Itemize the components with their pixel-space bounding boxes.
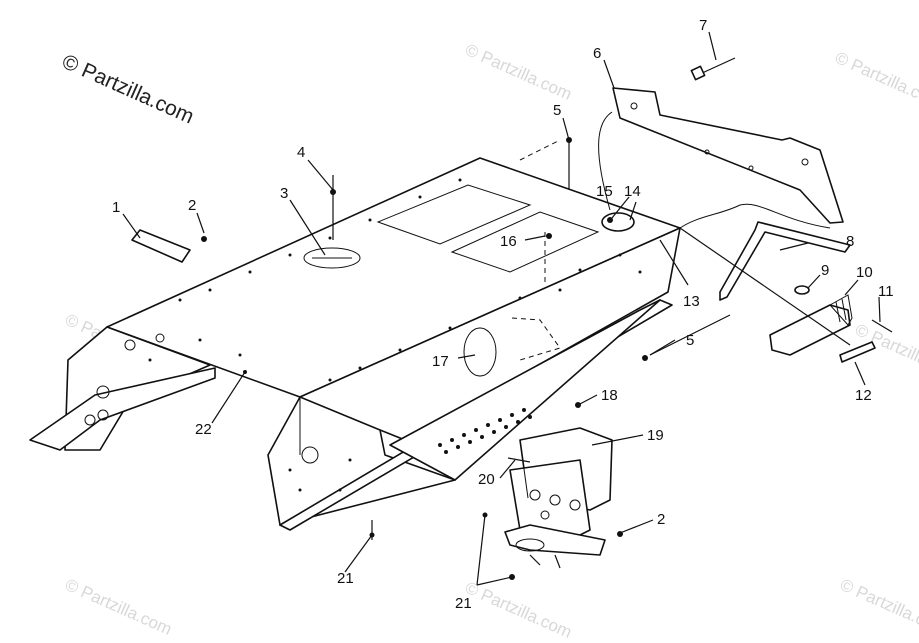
callout-14: 14 xyxy=(624,183,641,200)
callout-2b: 2 xyxy=(657,511,665,528)
callout-7: 7 xyxy=(699,17,707,34)
part-2-fastener xyxy=(201,236,207,242)
lower-mount xyxy=(504,524,606,556)
part-9-nut xyxy=(794,285,810,295)
part-12-decal xyxy=(839,341,876,363)
cable xyxy=(598,111,613,211)
callout-3: 3 xyxy=(280,185,288,202)
callout-10: 10 xyxy=(856,264,873,281)
part-6-rear-plate xyxy=(612,87,844,224)
callout-20: 20 xyxy=(478,471,495,488)
callout-19: 19 xyxy=(647,427,664,444)
callout-13: 13 xyxy=(683,293,700,310)
callout-2: 2 xyxy=(188,197,196,214)
callout-15: 15 xyxy=(596,183,613,200)
part-15-rivet xyxy=(607,217,613,223)
tunnel-left-foot xyxy=(29,367,216,451)
part-8-bracket xyxy=(719,221,851,301)
callout-11: 11 xyxy=(878,283,894,300)
part-7-bolt xyxy=(690,57,736,81)
fasteners xyxy=(243,137,648,580)
callout-17: 17 xyxy=(432,353,449,370)
callout-5: 5 xyxy=(553,102,561,119)
part-1-decal xyxy=(131,229,191,263)
part-19-bracket xyxy=(509,427,613,541)
callout-21b: 21 xyxy=(455,595,472,612)
callout-21: 21 xyxy=(337,570,354,587)
part-14-plate xyxy=(601,212,635,232)
part-11-screw xyxy=(871,319,893,333)
callout-5b: 5 xyxy=(686,332,694,349)
tunnel-assembly xyxy=(29,139,681,531)
callout-6: 6 xyxy=(593,45,601,62)
deck-cutout xyxy=(450,211,600,273)
callout-labels: 1 2 3 4 5 6 7 8 9 10 11 13 12 14 15 16 5… xyxy=(112,17,894,612)
callout-4: 4 xyxy=(297,144,305,161)
callout-8: 8 xyxy=(846,233,854,250)
deck-cutout xyxy=(376,184,532,245)
tunnel-underside xyxy=(389,299,661,481)
callout-18: 18 xyxy=(601,387,618,404)
callout-12: 12 xyxy=(855,387,872,404)
callout-16: 16 xyxy=(500,233,517,250)
callout-22: 22 xyxy=(195,421,212,438)
callout-1: 1 xyxy=(112,199,120,216)
vent-holes xyxy=(438,408,532,454)
leader-lines xyxy=(122,31,881,586)
callout-9: 9 xyxy=(821,262,829,279)
part-20-bolt xyxy=(507,457,531,463)
rivet-dots xyxy=(148,178,642,492)
